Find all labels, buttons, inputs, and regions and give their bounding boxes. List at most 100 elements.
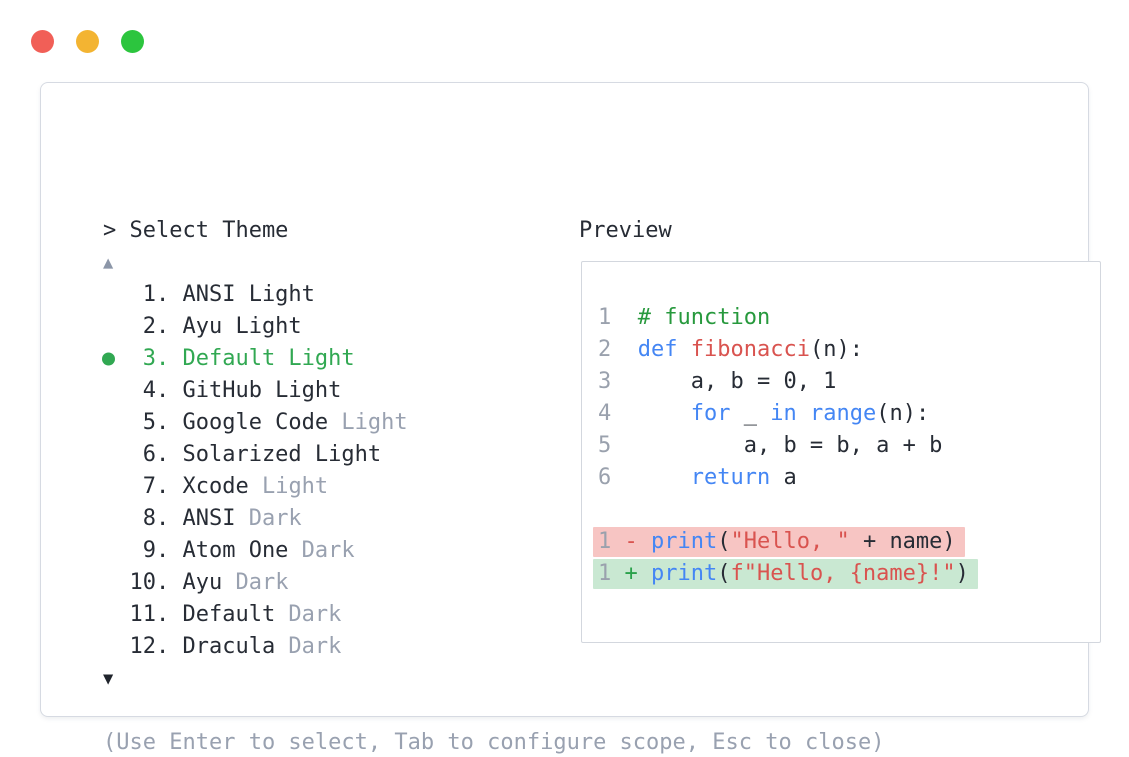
line-number: 5: [598, 433, 612, 458]
theme-list-item[interactable]: 6. Solarized Light: [103, 439, 884, 471]
code-token: (n):: [876, 401, 930, 426]
preview-heading: Preview: [579, 218, 672, 243]
theme-item-label: 1. ANSI Light: [103, 282, 315, 307]
theme-item-label: 11. Default: [103, 602, 276, 627]
code-token: a: [770, 465, 797, 490]
theme-list-item[interactable]: 3. Default Light: [102, 343, 884, 375]
window-zoom-button[interactable]: [121, 30, 144, 53]
gutter-gap: [611, 337, 638, 362]
code-line: 5 a, b = b, a + b: [598, 430, 1100, 462]
diff-minus-sign: -: [624, 529, 638, 554]
window-minimize-button[interactable]: [76, 30, 99, 53]
theme-list-item[interactable]: 10. Ayu Dark: [103, 567, 884, 599]
code-token: (n):: [809, 337, 863, 362]
selected-indicator-dot: [102, 352, 115, 366]
code-line: 4 for _ in range(n):: [598, 398, 1100, 430]
theme-item-label: 3. Default Light: [103, 346, 355, 371]
code-token: [797, 401, 810, 426]
theme-list-item[interactable]: 8. ANSI Dark: [103, 503, 884, 535]
code-token: print: [651, 561, 718, 586]
gutter-gap: [611, 529, 624, 554]
theme-item-label: 8. ANSI: [103, 506, 236, 531]
code-token: (: [717, 561, 731, 586]
diff-highlight-band: 1 + print(f"Hello, {name}!"): [593, 559, 978, 589]
theme-list-item[interactable]: 12. Dracula Dark: [103, 631, 884, 663]
theme-item-label: 9. Atom One: [103, 538, 289, 563]
code-token: + name): [849, 529, 956, 554]
theme-list: 1. ANSI Light 2. Ayu Light 3. Default Li…: [102, 279, 884, 663]
theme-picker-panel: > Select Theme ▲ 1. ANSI Light 2. Ayu Li…: [40, 82, 1101, 755]
code-token: [678, 337, 691, 362]
line-number: 2: [598, 337, 612, 362]
theme-item-label: 4. GitHub Light: [103, 378, 342, 403]
code-line: 2 def fibonacci(n):: [598, 334, 1100, 366]
code-token: # function: [637, 305, 771, 330]
code-token: ): [955, 561, 969, 586]
code-token: a, b = 0, 1: [637, 369, 837, 394]
code-token: _: [730, 401, 771, 426]
scroll-down-icon[interactable]: ▼: [103, 669, 114, 689]
code-token: a, b = b, a + b: [637, 433, 943, 458]
gutter-gap: [611, 305, 638, 330]
code-token: in: [770, 401, 797, 426]
gutter-gap: [638, 529, 651, 554]
theme-picker-content: > Select Theme ▲ 1. ANSI Light 2. Ayu Li…: [102, 215, 885, 757]
line-number: 3: [598, 369, 612, 394]
theme-item-variant: Dark: [275, 634, 342, 659]
window-close-button[interactable]: [31, 30, 54, 53]
code-token: for: [690, 401, 731, 426]
theme-item-variant: Dark: [222, 570, 289, 595]
theme-list-item[interactable]: 2. Ayu Light: [103, 311, 884, 343]
keyboard-hints: (Use Enter to select, Tab to configure s…: [103, 730, 885, 755]
theme-list-item[interactable]: 11. Default Dark: [103, 599, 884, 631]
code-token: print: [651, 529, 718, 554]
window-controls: [31, 30, 144, 53]
spacer-row: [103, 695, 884, 727]
theme-item-label: 2. Ayu Light: [103, 314, 302, 339]
gutter-gap: [611, 369, 638, 394]
theme-list-item[interactable]: 4. GitHub Light: [103, 375, 884, 407]
code-token: [638, 465, 691, 490]
gutter-gap: [611, 465, 638, 490]
theme-list-item[interactable]: 5. Google Code Light: [103, 407, 884, 439]
theme-item-label: 5. Google Code: [103, 410, 329, 435]
code-token: fibonacci: [690, 337, 810, 362]
scroll-up-icon[interactable]: ▲: [103, 253, 114, 273]
blank-line: [598, 494, 1100, 526]
theme-list-item[interactable]: 7. Xcode Light: [103, 471, 884, 503]
code-token: return: [690, 465, 771, 490]
gutter-gap: [611, 401, 638, 426]
line-number: 1: [598, 529, 612, 554]
code-line: 3 a, b = 0, 1: [598, 366, 1100, 398]
select-theme-prompt: > Select Theme: [103, 218, 289, 243]
code-token: (: [717, 529, 731, 554]
line-number: 1: [598, 305, 612, 330]
line-number: 6: [598, 465, 612, 490]
code-line: 1 # function: [598, 302, 1100, 334]
code-token: "Hello, ": [730, 529, 850, 554]
diff-highlight-band: 1 - print("Hello, " + name): [593, 527, 965, 557]
theme-item-variant: Dark: [275, 602, 342, 627]
diff-plus-sign: +: [624, 561, 638, 586]
theme-item-label: 7. Xcode: [103, 474, 249, 499]
theme-item-variant: Light: [248, 474, 329, 499]
theme-list-item[interactable]: 1. ANSI Light: [103, 279, 884, 311]
diff-added-line: 1 + print(f"Hello, {name}!"): [593, 558, 1100, 590]
theme-item-variant: Light: [328, 410, 408, 435]
theme-list-item[interactable]: 9. Atom One Dark: [103, 535, 884, 567]
theme-item-label: 10. Ayu: [103, 570, 223, 595]
diff-removed-line: 1 - print("Hello, " + name): [593, 526, 1100, 558]
gutter-gap: [611, 561, 624, 586]
code-token: range: [809, 401, 877, 426]
theme-item-label: 12. Dracula: [103, 634, 276, 659]
code-token: def: [637, 337, 678, 362]
code-token: [638, 401, 691, 426]
line-number: 1: [598, 561, 612, 586]
code-token: f"Hello, {name}!": [730, 561, 956, 586]
theme-item-variant: Dark: [288, 538, 355, 563]
line-number: 4: [598, 401, 612, 426]
theme-item-label: 6. Solarized Light: [103, 442, 382, 467]
